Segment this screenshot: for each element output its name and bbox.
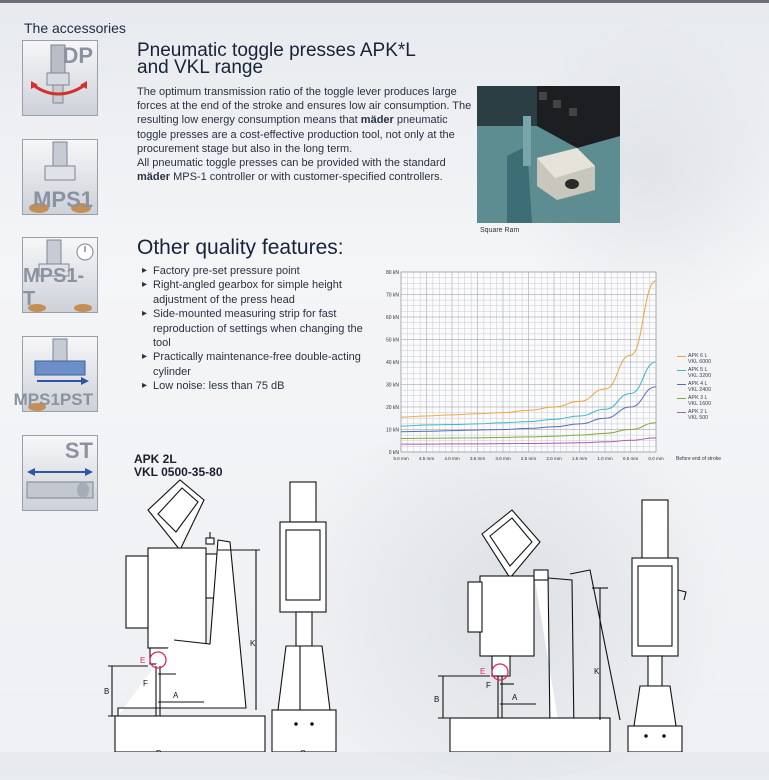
y-tick-label: 80 kN xyxy=(386,270,399,276)
feature-item: Practically maintenance-free double-acti… xyxy=(142,350,382,379)
series-line-2 xyxy=(400,361,657,427)
chart-x-tick-labels: 5.0 mm 4.5 mm 4.0 mm 3.5 mm 3.0 mm 2.5 mm 2.0 … xyxy=(393,456,663,461)
mps1-t-accessory-icon: MPS1-T xyxy=(22,237,98,313)
technical-drawings: E F A B K D C E F A B K xyxy=(104,479,687,752)
dp-accessory-icon: DP xyxy=(22,40,98,116)
svg-text:F: F xyxy=(143,679,148,688)
feature-item: Low noise: less than 75 dB xyxy=(142,379,382,394)
st-accessory-icon: ST xyxy=(22,435,98,511)
series-line-1 xyxy=(400,280,657,418)
feature-item: Factory pre-set pressure point xyxy=(142,264,382,279)
series-line-3 xyxy=(400,386,657,433)
x-tick-label: 0.5 mm xyxy=(623,456,638,461)
svg-text:F: F xyxy=(486,681,491,690)
force-chart: 0 kN 10 kN 20 kN 30 kN 40 kN 50 kN 60 kN 70 kN 8… xyxy=(386,270,721,462)
y-tick-label: 20 kN xyxy=(386,405,399,411)
x-tick-label: 5.0 mm xyxy=(393,456,408,461)
x-tick-label: 0.0 mm xyxy=(648,456,663,461)
x-tick-label: 2.0 mm xyxy=(546,456,561,461)
svg-text:A: A xyxy=(512,693,518,702)
photo-caption: Square Ram xyxy=(480,227,520,234)
features-list: Factory pre-set pressure point Right-ang… xyxy=(142,264,382,394)
y-tick-label: 50 kN xyxy=(386,338,399,344)
x-tick-label: 4.0 mm xyxy=(444,456,459,461)
section-title: The accessories xyxy=(24,20,126,36)
square-ram-photo xyxy=(477,86,620,223)
x-tick-label: 1.0 mm xyxy=(597,456,612,461)
mps1-accessory-icon: MPS1 xyxy=(22,139,98,215)
y-tick-label: 30 kN xyxy=(386,383,399,389)
chart-series xyxy=(400,280,657,445)
svg-text:B: B xyxy=(434,695,439,704)
y-tick-label: 0 kN xyxy=(389,450,400,456)
x-tick-label: 3.5 mm xyxy=(470,456,485,461)
intro-text: The optimum transmission ratio of the to… xyxy=(137,86,472,184)
y-tick-label: 60 kN xyxy=(386,315,399,321)
series-line-5 xyxy=(400,437,657,445)
svg-text:K: K xyxy=(594,667,600,676)
top-rule xyxy=(0,0,769,3)
x-tick-label: 2.5 mm xyxy=(521,456,536,461)
mps1pst-accessory-icon: MPS1PST xyxy=(14,336,98,412)
y-tick-label: 40 kN xyxy=(386,360,399,366)
x-tick-label: 4.5 mm xyxy=(419,456,434,461)
chart-x-suffix: Before end of stroke xyxy=(676,456,721,462)
feature-item: Side-mounted measuring strip for fast re… xyxy=(142,307,382,350)
main-heading: Pneumatic toggle presses APK*L and VKL r… xyxy=(137,40,416,78)
svg-text:E: E xyxy=(140,656,145,665)
x-tick-label: 3.0 mm xyxy=(495,456,510,461)
svg-text:E: E xyxy=(480,667,485,676)
model-label: APK 2L VKL 0500-35-80 xyxy=(134,452,223,479)
svg-text:A: A xyxy=(173,691,179,700)
feature-item: Right-angled gearbox for simple height a… xyxy=(142,278,382,307)
chart-y-tick-labels: 0 kN 10 kN 20 kN 30 kN 40 kN 50 kN 60 kN 70 kN 8… xyxy=(386,270,399,456)
svg-text:D: D xyxy=(156,749,162,752)
chart-grid xyxy=(400,271,657,453)
features-heading: Other quality features: xyxy=(137,236,344,259)
series-line-4 xyxy=(400,422,657,439)
y-tick-label: 70 kN xyxy=(386,293,399,299)
x-tick-label: 1.5 mm xyxy=(572,456,587,461)
svg-text:C: C xyxy=(300,749,306,752)
y-tick-label: 10 kN xyxy=(386,428,399,434)
svg-text:K: K xyxy=(250,639,256,648)
svg-text:B: B xyxy=(104,687,109,696)
